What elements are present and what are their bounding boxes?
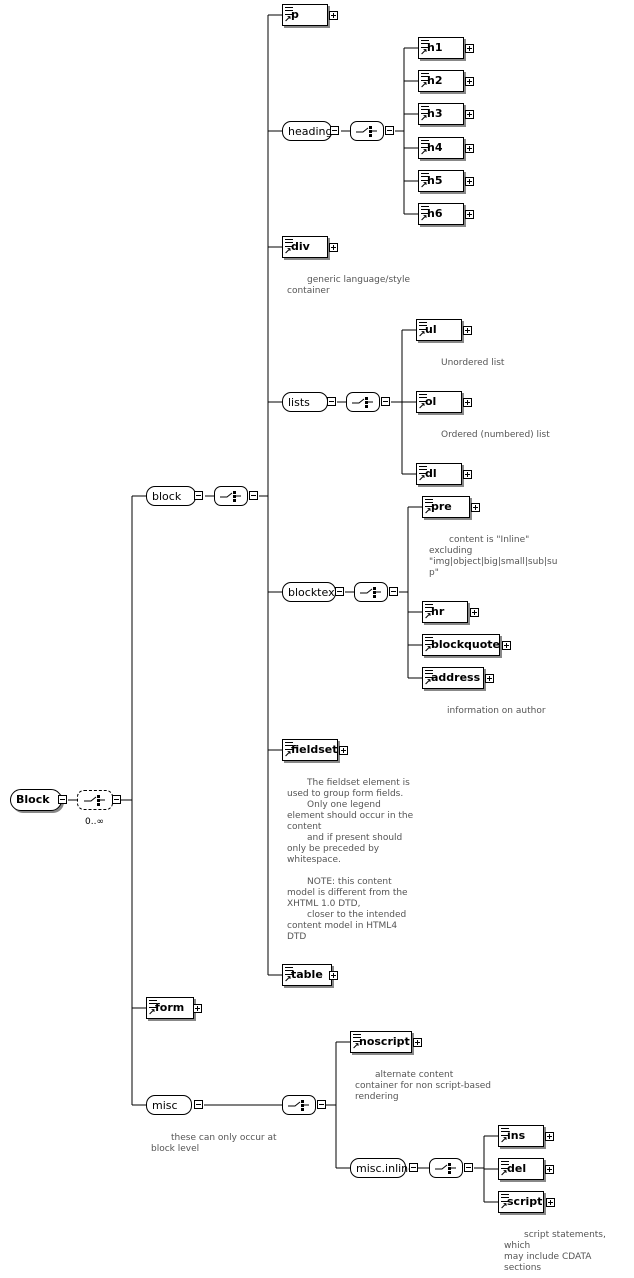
expand-icon[interactable] bbox=[465, 177, 474, 186]
annotation-misc: these can only occur at block level bbox=[151, 1133, 277, 1154]
element-script[interactable]: ↗script bbox=[498, 1191, 544, 1213]
expand-icon[interactable] bbox=[545, 1132, 554, 1141]
expand-icon[interactable] bbox=[339, 746, 348, 755]
group-blocktext[interactable]: blocktext bbox=[282, 582, 339, 602]
collapse-icon[interactable] bbox=[194, 491, 203, 500]
element-ul[interactable]: ↗ul bbox=[416, 319, 462, 341]
expand-icon[interactable] bbox=[502, 641, 511, 650]
collapse-icon[interactable] bbox=[335, 587, 344, 596]
annotation-div: generic language/style container bbox=[287, 275, 411, 296]
expand-icon[interactable] bbox=[465, 44, 474, 53]
choice-compositor-icon bbox=[77, 790, 113, 810]
collapse-icon[interactable] bbox=[112, 795, 121, 804]
group-heading[interactable]: heading bbox=[282, 121, 332, 141]
collapse-icon[interactable] bbox=[464, 1163, 473, 1172]
expand-icon[interactable] bbox=[463, 326, 472, 335]
collapse-icon[interactable] bbox=[330, 126, 339, 135]
annotation-fieldset: The fieldset element is used to group fo… bbox=[287, 778, 414, 942]
element-del[interactable]: ↗del bbox=[498, 1158, 544, 1180]
element-blockquote[interactable]: ↗blockquote bbox=[422, 634, 500, 656]
choice-compositor-icon bbox=[354, 582, 388, 602]
annotation-address: information on author bbox=[447, 706, 546, 716]
expand-icon[interactable] bbox=[465, 110, 474, 119]
group-block[interactable]: block bbox=[146, 486, 196, 506]
element-table[interactable]: ↗table bbox=[282, 964, 332, 986]
element-ins[interactable]: ↗ins bbox=[498, 1125, 544, 1147]
expand-icon[interactable] bbox=[413, 1038, 422, 1047]
element-h2[interactable]: ↗h2 bbox=[418, 70, 464, 92]
element-h4[interactable]: ↗h4 bbox=[418, 137, 464, 159]
element-pre[interactable]: ↗pre bbox=[422, 496, 470, 518]
occurrence-label: 0..∞ bbox=[85, 817, 104, 827]
collapse-icon[interactable] bbox=[389, 587, 398, 596]
collapse-icon[interactable] bbox=[249, 491, 258, 500]
element-address[interactable]: ↗address bbox=[422, 667, 484, 689]
element-h1[interactable]: ↗h1 bbox=[418, 37, 464, 59]
expand-icon[interactable] bbox=[465, 210, 474, 219]
expand-icon[interactable] bbox=[465, 77, 474, 86]
element-hr[interactable]: ↗hr bbox=[422, 601, 468, 623]
choice-compositor-icon bbox=[214, 486, 248, 506]
root-label: Block bbox=[16, 793, 50, 806]
root-element-block[interactable]: Block bbox=[10, 789, 62, 811]
expand-icon[interactable] bbox=[329, 11, 338, 20]
annotation-script: script statements, which may include CDA… bbox=[504, 1230, 606, 1273]
choice-compositor-icon bbox=[346, 392, 380, 412]
choice-compositor-icon bbox=[282, 1095, 316, 1115]
element-p[interactable]: ↗ p bbox=[282, 4, 328, 26]
element-form[interactable]: ↗form bbox=[146, 997, 194, 1019]
group-misc[interactable]: misc bbox=[146, 1095, 192, 1115]
expand-icon[interactable] bbox=[329, 243, 338, 252]
element-ol[interactable]: ↗ol bbox=[416, 391, 462, 413]
expand-icon[interactable] bbox=[329, 971, 338, 980]
group-lists[interactable]: lists bbox=[282, 392, 328, 412]
expand-icon[interactable] bbox=[485, 674, 494, 683]
annotation-ul: Unordered list bbox=[441, 358, 505, 368]
choice-compositor-icon bbox=[429, 1158, 463, 1178]
expand-icon[interactable] bbox=[193, 1004, 202, 1013]
annotation-pre: content is "Inline" excluding "img|objec… bbox=[429, 535, 558, 578]
element-h6[interactable]: ↗h6 bbox=[418, 203, 464, 225]
annotation-ol: Ordered (numbered) list bbox=[441, 430, 550, 440]
expand-icon[interactable] bbox=[545, 1165, 554, 1174]
choice-compositor-icon bbox=[350, 121, 384, 141]
collapse-icon[interactable] bbox=[317, 1100, 326, 1109]
expand-icon[interactable] bbox=[471, 503, 480, 512]
element-h5[interactable]: ↗h5 bbox=[418, 170, 464, 192]
collapse-icon[interactable] bbox=[327, 397, 336, 406]
group-misc-inline[interactable]: misc.inline bbox=[350, 1158, 415, 1178]
expand-icon[interactable] bbox=[465, 144, 474, 153]
expand-icon[interactable] bbox=[546, 1198, 555, 1207]
element-div[interactable]: ↗div bbox=[282, 236, 328, 258]
collapse-icon[interactable] bbox=[409, 1163, 418, 1172]
expand-icon[interactable] bbox=[463, 470, 472, 479]
collapse-icon[interactable] bbox=[385, 126, 394, 135]
element-fieldset[interactable]: ↗fieldset bbox=[282, 739, 338, 761]
element-noscript[interactable]: ↗noscript bbox=[350, 1031, 412, 1053]
annotation-noscript: alternate content container for non scri… bbox=[355, 1070, 492, 1102]
expand-icon[interactable] bbox=[463, 398, 472, 407]
element-h3[interactable]: ↗h3 bbox=[418, 103, 464, 125]
expand-icon[interactable] bbox=[470, 608, 479, 617]
element-dl[interactable]: ↗dl bbox=[416, 463, 462, 485]
collapse-icon[interactable] bbox=[194, 1100, 203, 1109]
collapse-icon[interactable] bbox=[58, 795, 67, 804]
collapse-icon[interactable] bbox=[381, 397, 390, 406]
